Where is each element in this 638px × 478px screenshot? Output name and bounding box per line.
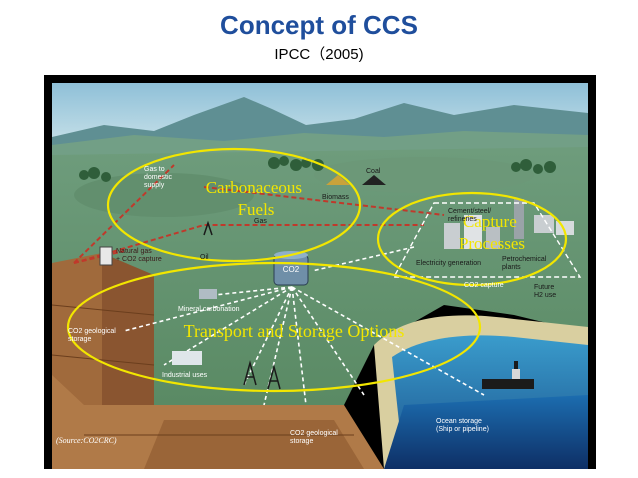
mineral-carbonation-label-line: Mineral carbonation	[178, 306, 240, 313]
coal-label-line: Coal	[366, 168, 381, 175]
oil-label-line: Oil	[200, 254, 209, 261]
gas-label: Gas	[254, 218, 267, 225]
carbonaceous-fuels-line-2: Fuels	[238, 200, 275, 219]
ocean-section	[384, 395, 588, 469]
capture-processes-line-1: Capture	[463, 212, 517, 231]
page-title: Concept of CCS	[220, 10, 418, 40]
oil-label: Oil	[200, 254, 209, 261]
carbonaceous-fuels-line-1: Carbonaceous	[206, 178, 302, 197]
carbonaceous-fuels-label: Carbonaceous Fuels	[206, 178, 307, 219]
bottom-strata	[144, 420, 364, 469]
future-h2-label-line: H2 use	[534, 292, 556, 299]
cement-label-line: refineries	[448, 216, 477, 223]
co2-tank-label: CO2	[283, 265, 300, 274]
source-label: (Source:CO2CRC)	[56, 436, 117, 445]
ship	[482, 361, 534, 389]
field-patch	[314, 157, 534, 193]
capture-plant	[444, 199, 574, 249]
ocean-storage-label-line: (Ship or pipeline)	[436, 426, 489, 433]
gas-domestic-label-line: domestic	[144, 174, 173, 181]
carbonaceous-fuels-ellipse	[106, 147, 362, 263]
natural-gas-capture-label-line: + CO2 capture	[116, 256, 162, 263]
co2-capture-label: CO2 capture	[464, 282, 504, 289]
industrial-building	[172, 351, 202, 365]
natural-gas-capture-label-line: Natural gas	[116, 248, 152, 255]
biomass-label: Biomass	[322, 194, 349, 201]
source-label-line: (Source:CO2CRC)	[56, 436, 117, 445]
gas-domestic-label-line: supply	[144, 182, 165, 189]
co2-capture-label-line: CO2 capture	[464, 282, 504, 289]
ocean-storage-label: Ocean storage(Ship or pipeline)	[436, 418, 489, 433]
transport-storage-ellipse	[66, 261, 482, 393]
capture-processes-label: Capture Processes	[459, 212, 525, 253]
gas-label-line: Gas	[254, 218, 267, 225]
ccs-illustration: Carbonaceous Fuels Capture Processes Tra…	[51, 83, 588, 469]
petrochemical-label-line: Petrochemical	[502, 256, 547, 263]
co2-geological-bottom-label-line: storage	[290, 438, 313, 445]
co2-geological-bottom-label-line: CO2 geological	[290, 430, 338, 437]
capture-area-outline	[392, 202, 582, 278]
electricity-generation-label: Electricity generation	[416, 260, 481, 267]
co2-geological-left-label-line: storage	[68, 336, 91, 343]
gas-platform	[99, 246, 113, 266]
coal-pile	[362, 175, 386, 185]
capture-processes-line-2: Processes	[459, 234, 525, 253]
oil-rigs	[203, 220, 281, 390]
natural-gas-capture-label: Natural gas+ CO2 capture	[116, 248, 162, 263]
co2-flows	[123, 246, 485, 406]
transport-storage-label: Transport and Storage Options	[184, 321, 405, 341]
petrochemical-label-line: plants	[502, 264, 521, 271]
mineral-plant	[199, 289, 217, 299]
mineral-carbonation-label: Mineral carbonation	[178, 306, 240, 313]
ccs-diagram-frame: Carbonaceous Fuels Capture Processes Tra…	[44, 75, 596, 469]
future-h2-label-line: Future	[534, 284, 554, 291]
co2-tank-label-line: CO2	[283, 265, 300, 274]
cement-label: Cement/steel/refineries	[448, 208, 491, 223]
biomass-pile	[326, 175, 350, 185]
co2-geological-left-label-line: CO2 geological	[68, 328, 116, 335]
page-subtitle: IPCC（2005)	[274, 46, 364, 63]
biomass-label-line: Biomass	[322, 194, 349, 201]
coal-label: Coal	[366, 168, 381, 175]
capture-processes-ellipse	[376, 191, 568, 287]
ocean-storage-label-line: Ocean storage	[436, 418, 482, 425]
trees	[79, 156, 556, 182]
cement-label-line: Cement/steel/	[448, 208, 491, 215]
gas-domestic-label-line: Gas to	[144, 166, 165, 173]
field-patch	[74, 173, 254, 217]
electricity-generation-label-line: Electricity generation	[416, 260, 481, 267]
industrial-uses-label: Industrial uses	[162, 372, 208, 379]
industrial-uses-label-line: Industrial uses	[162, 372, 208, 379]
